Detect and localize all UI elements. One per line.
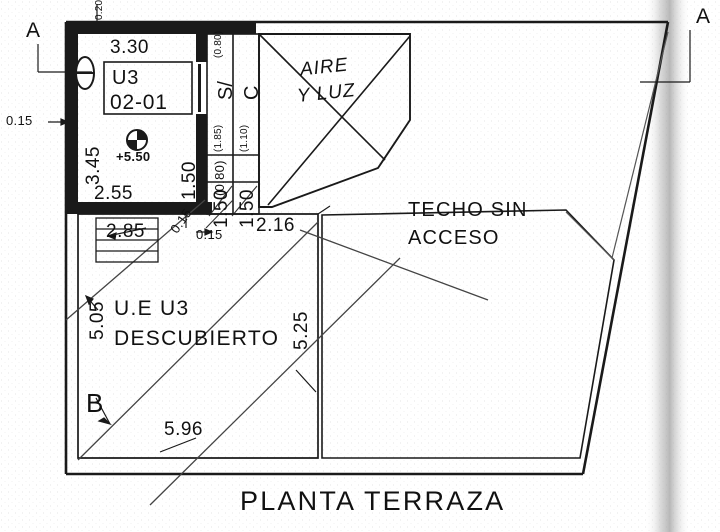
section-marker-b-bottom: B	[86, 388, 104, 418]
dimension-patio-bottom: 5.96	[164, 419, 203, 440]
shaft-left-mid-paren: (1.85)	[213, 124, 224, 152]
techo-sin-acceso-line-1: TECHO SIN	[408, 199, 528, 221]
scan-smudge	[645, 0, 690, 532]
patio-label-line-2: DESCUBIERTO	[114, 327, 280, 350]
dimension-stair-width: 2.85	[106, 221, 145, 242]
shaft-name-part-2: C	[241, 85, 263, 100]
door-leaf	[198, 64, 201, 112]
patio-label-line-1: U.E U3	[114, 297, 190, 320]
window-symbol-left-wall	[75, 56, 95, 90]
aire-y-luz-diagonals	[258, 33, 411, 206]
door-opening	[196, 62, 207, 114]
techo-sin-acceso-line-2: ACCESO	[408, 227, 500, 249]
shaft-left-top-paren: (0.80)	[213, 30, 224, 58]
patio-outline	[77, 213, 319, 459]
dimension-wall-thickness-top: 0.20	[94, 0, 105, 20]
dimension-bottom-inner: 2.55	[94, 183, 133, 204]
section-marker-a-right: A	[696, 5, 711, 28]
dimension-interior-vertical: 1.50	[179, 161, 200, 200]
dimension-patio-left: 5.05	[87, 301, 108, 340]
techo-slope-lines	[565, 31, 669, 261]
stair-symbol	[95, 217, 159, 263]
page-title: PLANTA TERRAZA	[240, 486, 506, 516]
dimension-top-width: 3.30	[110, 37, 149, 58]
dimension-leaders	[37, 4, 691, 453]
dimension-left-outer: 0.15	[6, 113, 33, 128]
unit-u3-walls	[66, 22, 256, 214]
level-marker-symbol	[126, 129, 148, 151]
patio-dimension-ticks	[65, 205, 331, 215]
shaft-right-value: 1.50	[237, 189, 258, 228]
section-marker-a-left: A	[26, 19, 41, 42]
unit-number: 02-01	[110, 91, 168, 114]
shaft-name-part-1: S/	[215, 81, 237, 100]
techo-sin-acceso-outline	[321, 209, 615, 459]
unit-id-box	[103, 61, 193, 115]
unit-label: U3	[112, 67, 140, 89]
dimension-left-height: 3.45	[83, 146, 104, 185]
dimension-patio-top: 2.16	[256, 215, 295, 236]
dimension-wall-small: 0.15	[196, 227, 223, 242]
dimension-patio-right: 5.25	[291, 311, 312, 350]
level-label: +5.50	[116, 149, 151, 164]
shaft-right-mid-paren: (1.10)	[239, 124, 250, 152]
aire-y-luz-line-1: AIRE	[299, 54, 350, 81]
aire-y-luz-shape	[258, 33, 411, 208]
shaft-left-value: 1.50	[211, 189, 232, 228]
